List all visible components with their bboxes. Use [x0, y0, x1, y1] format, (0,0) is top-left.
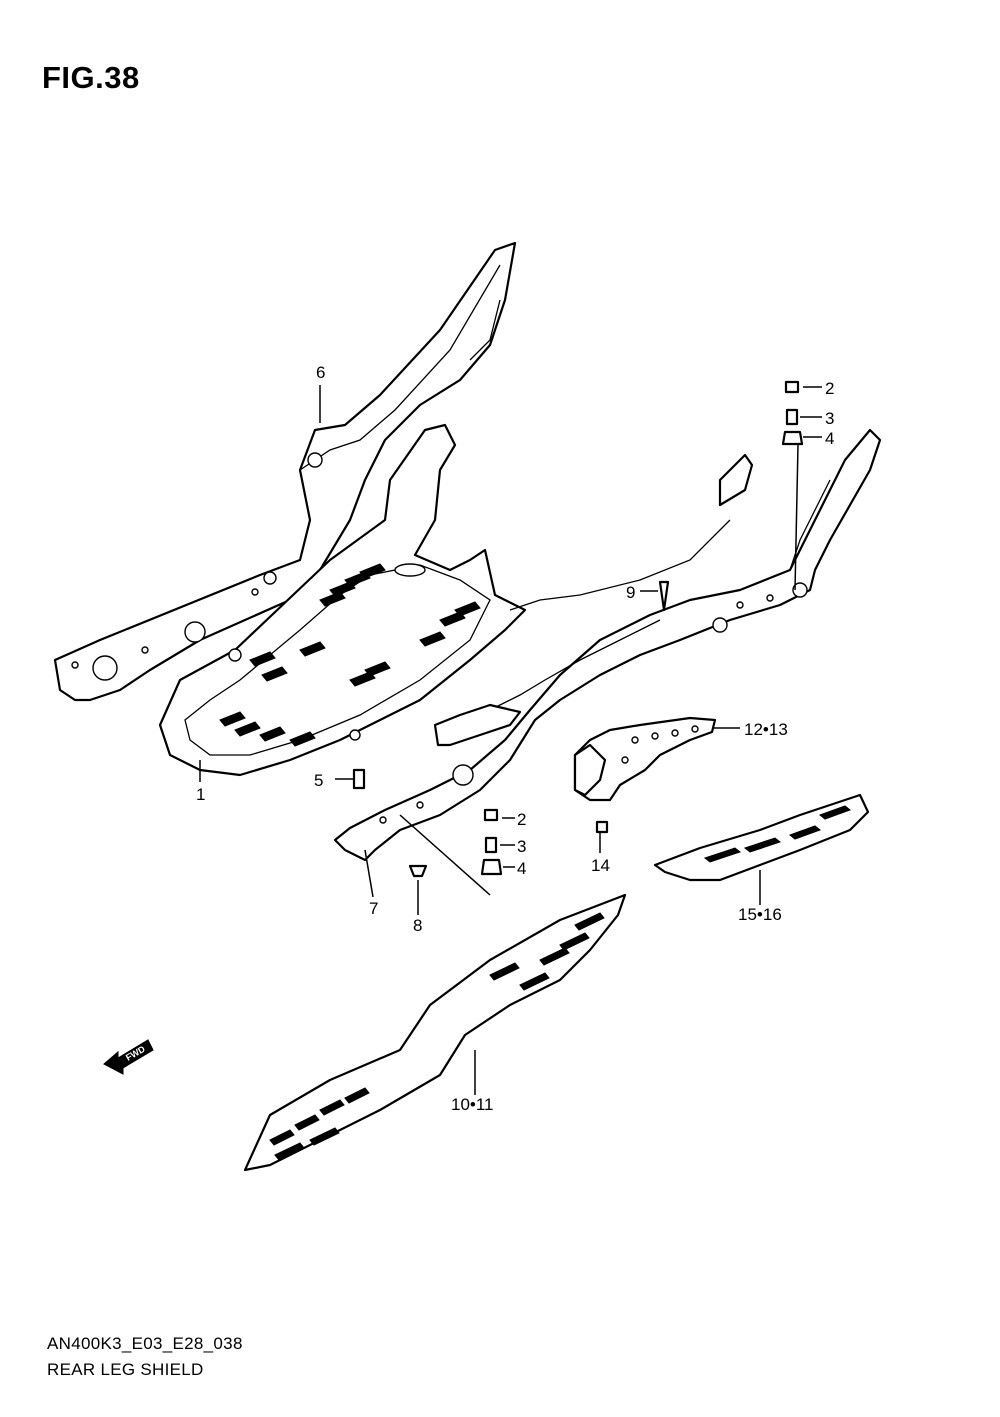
footer-section-name: REAR LEG SHIELD: [47, 1360, 204, 1379]
fwd-arrow-icon: FWD: [103, 1039, 154, 1075]
callout-2a: 2: [825, 379, 835, 398]
callout-5: 5: [314, 771, 324, 790]
hardware: [352, 380, 804, 878]
callout-14: 14: [591, 856, 610, 875]
callout-15-16: 15•16: [738, 905, 782, 924]
callout-2b: 2: [517, 810, 527, 829]
part-12-13-bracket[interactable]: [573, 716, 717, 802]
part-15-16-floor-mat[interactable]: [653, 793, 870, 882]
callout-4b: 4: [517, 859, 527, 878]
leader-lines: [199, 385, 822, 1095]
callout-3b: 3: [517, 837, 527, 856]
callout-3a: 3: [825, 409, 835, 428]
part-7-right-frame[interactable]: [333, 428, 882, 862]
callout-12-13: 12•13: [744, 720, 788, 739]
part-6-left-frame[interactable]: [53, 241, 517, 702]
footer-model-code: AN400K3_E03_E28_038: [47, 1334, 243, 1353]
part-10-11-long-floor-mat[interactable]: [243, 893, 627, 1172]
callout-4a: 4: [825, 429, 835, 448]
callout-8: 8: [413, 916, 423, 935]
callout-9: 9: [626, 583, 636, 602]
figure-title: FIG.38: [42, 60, 140, 95]
callout-1: 1: [196, 785, 206, 804]
part-1-floor-panel[interactable]: [158, 423, 527, 777]
callout-7: 7: [369, 899, 379, 918]
callout-10-11: 10•11: [451, 1095, 494, 1114]
callout-6: 6: [316, 363, 326, 382]
